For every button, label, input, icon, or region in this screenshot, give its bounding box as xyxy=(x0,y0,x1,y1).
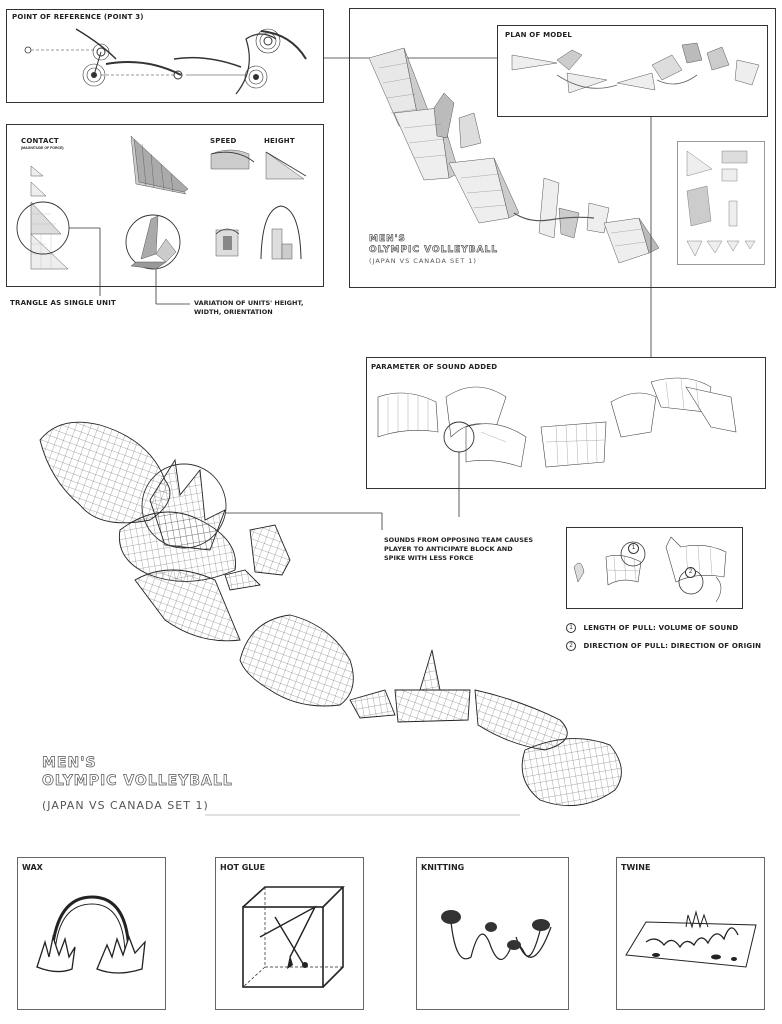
legend-badge-2: 2 xyxy=(685,567,696,578)
parameters-panel: CONTACT (MAGNITUDE OF FORCE) SPEED HEIGH… xyxy=(6,124,324,287)
main-title-line2: OLYMPIC VOLLEYBALL xyxy=(42,773,233,790)
parameters-drawings xyxy=(16,135,307,304)
triangle-note: TRANGLE AS SINGLE UNIT xyxy=(10,299,117,307)
main-subtitle: (JAPAN VS CANADA SET 1) xyxy=(42,799,209,812)
material-panel-twine: TWINE xyxy=(616,857,765,1010)
model-panel xyxy=(349,8,776,288)
legend-item-1-num: 1 xyxy=(566,622,576,633)
material-label-hot-glue: HOT GLUE xyxy=(220,863,266,872)
reference-title: POINT OF REFERENCE (POINT 3) xyxy=(12,13,144,21)
unit-legend-drawing xyxy=(686,150,756,257)
legend-item-2: 2 DIRECTION OF PULL: DIRECTION OF ORIGIN xyxy=(566,637,761,655)
wax-drawing xyxy=(36,895,146,974)
hot-glue-drawing xyxy=(242,886,345,988)
unit-legend-panel xyxy=(677,141,765,265)
variation-note: VARIATION OF UNITS' HEIGHT, WIDTH, ORIEN… xyxy=(194,299,304,316)
speed-title: SPEED xyxy=(210,137,237,145)
sound-legend-panel xyxy=(566,527,743,609)
plan-panel: PLAN OF MODEL xyxy=(497,25,768,117)
reference-panel: POINT OF REFERENCE (POINT 3) xyxy=(6,9,324,103)
material-label-wax: WAX xyxy=(22,863,43,872)
main-mesh-drawing xyxy=(39,421,622,807)
legend-badge-1: 1 xyxy=(628,543,639,554)
height-title: HEIGHT xyxy=(264,137,295,145)
twine-drawing xyxy=(625,910,757,968)
sound-panel: PARAMETER OF SOUND ADDED xyxy=(366,357,766,489)
material-panel-knitting: KNITTING xyxy=(416,857,569,1010)
contact-title: CONTACT xyxy=(21,137,59,145)
plan-title: PLAN OF MODEL xyxy=(505,31,573,39)
sound-legend-drawing xyxy=(573,536,727,603)
main-title-line1: MEN'S xyxy=(42,755,97,772)
model-title-line1: MEN'S xyxy=(369,234,406,245)
sounds-note: SOUNDS FROM OPPOSING TEAM CAUSES PLAYER … xyxy=(384,536,534,562)
contact-subtitle: (MAGNITUDE OF FORCE) xyxy=(21,146,64,150)
sound-title: PARAMETER OF SOUND ADDED xyxy=(371,363,498,371)
material-label-twine: TWINE xyxy=(621,863,651,872)
sound-drawing xyxy=(377,377,737,517)
material-label-knitting: KNITTING xyxy=(421,863,465,872)
reference-trajectory-drawing xyxy=(24,28,307,95)
legend-item-1-text: LENGTH OF PULL: VOLUME OF SOUND xyxy=(583,623,739,632)
material-panel-wax: WAX xyxy=(17,857,166,1010)
legend-item-2-text: DIRECTION OF PULL: DIRECTION OF ORIGIN xyxy=(583,641,762,650)
model-title-line2: OLYMPIC VOLLEYBALL xyxy=(369,245,499,256)
material-panel-hot-glue: HOT GLUE xyxy=(215,857,364,1010)
model-drawing xyxy=(368,47,660,264)
model-subtitle: (JAPAN VS CANADA SET 1) xyxy=(369,257,477,265)
plan-drawing xyxy=(511,42,760,94)
legend-item-1: 1 LENGTH OF PULL: VOLUME OF SOUND xyxy=(566,619,738,637)
legend-item-2-num: 2 xyxy=(566,640,576,651)
knitting-drawing xyxy=(441,910,552,961)
